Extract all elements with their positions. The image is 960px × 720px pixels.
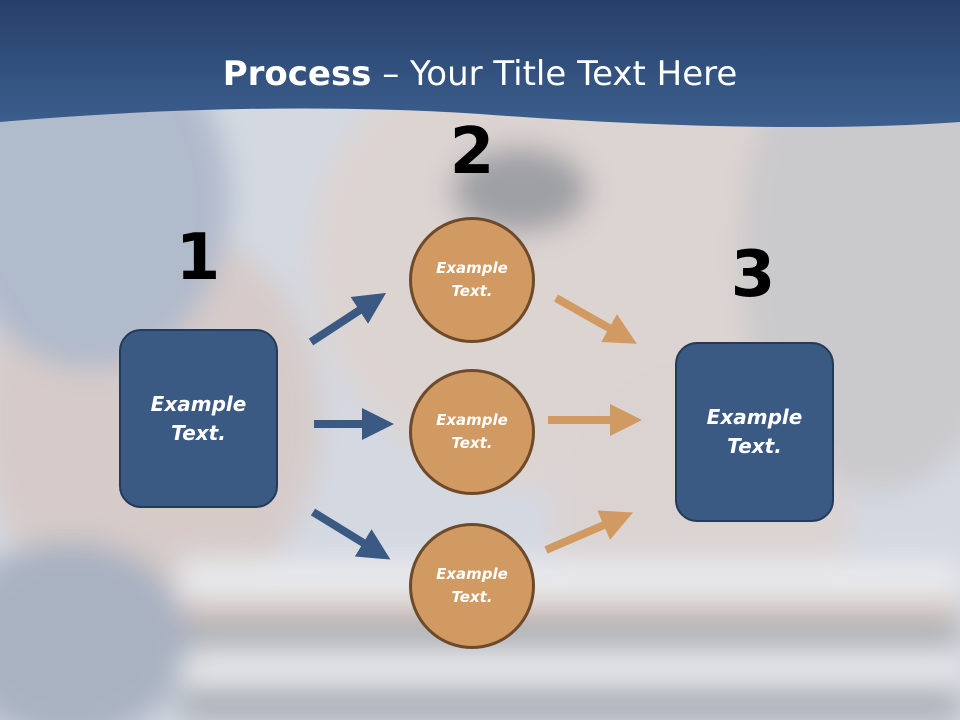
- circle-3: Example Text.: [409, 523, 535, 649]
- header-band: [0, 0, 960, 128]
- circle-2-text: Example Text.: [436, 411, 508, 452]
- title-rest: – Your Title Text Here: [371, 54, 738, 94]
- circle-1: Example Text.: [409, 217, 535, 343]
- step-1-box-text: Example Text.: [150, 391, 247, 445]
- circle-2: Example Text.: [409, 369, 535, 495]
- slide-title: Process – Your Title Text Here: [0, 52, 960, 96]
- step-number-2: 2: [449, 115, 495, 189]
- step-number-3: 3: [730, 238, 776, 312]
- title-bold: Process: [222, 54, 372, 94]
- step-3-box: Example Text.: [675, 342, 834, 522]
- circle-1-text: Example Text.: [436, 259, 508, 300]
- step-3-box-text: Example Text.: [706, 405, 803, 458]
- step-1-box: Example Text.: [119, 329, 278, 508]
- step-number-1: 1: [175, 221, 221, 295]
- circle-3-text: Example Text.: [436, 565, 508, 606]
